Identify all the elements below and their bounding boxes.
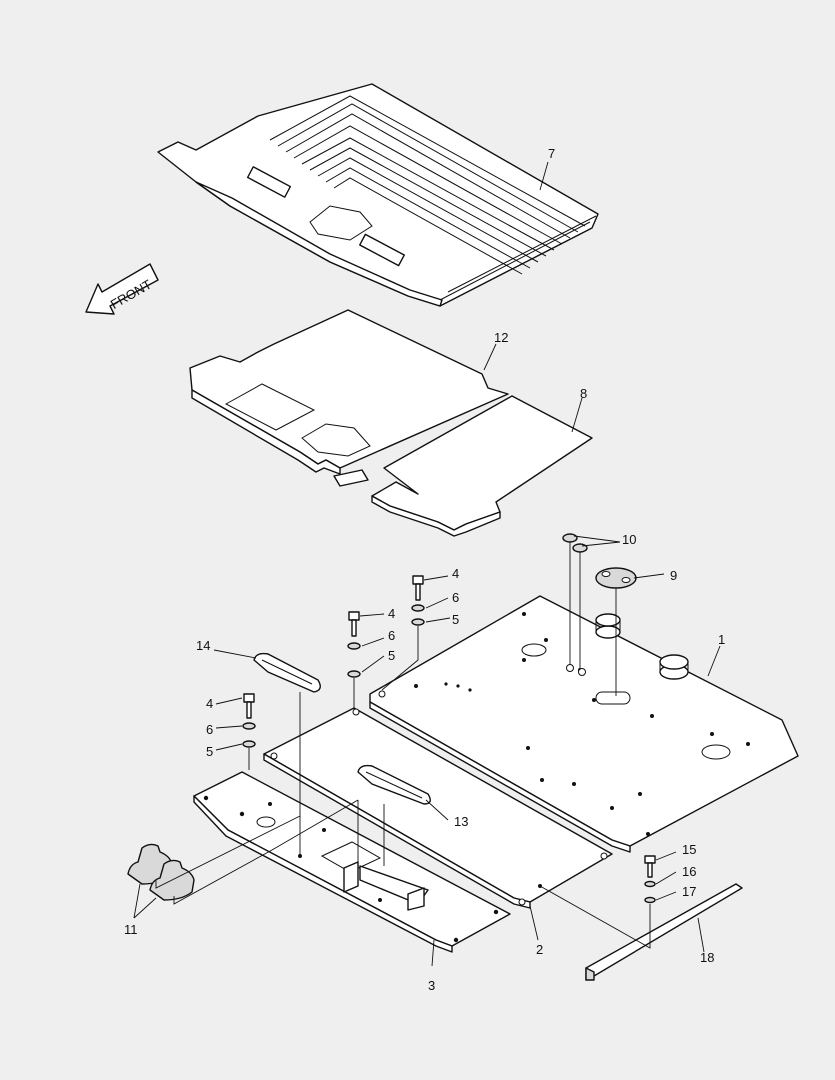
callout-6a: 6 bbox=[452, 590, 459, 605]
callout-5a: 5 bbox=[452, 612, 459, 627]
assembly-lines bbox=[155, 542, 651, 949]
callout-8: 8 bbox=[580, 386, 587, 401]
callout-10: 10 bbox=[622, 532, 636, 547]
part-18-strip[interactable] bbox=[585, 883, 743, 981]
boss-right bbox=[659, 654, 689, 680]
callout-2: 2 bbox=[536, 942, 543, 957]
part-11-boots[interactable] bbox=[127, 843, 195, 901]
part-2-middle-plate[interactable] bbox=[263, 707, 613, 909]
front-direction-arrow: FRONT bbox=[85, 263, 159, 315]
part-7-floor-mat[interactable] bbox=[157, 83, 599, 307]
bolt-15[interactable] bbox=[644, 855, 656, 878]
bolt-4a[interactable] bbox=[412, 575, 424, 601]
mat-ribs bbox=[269, 95, 597, 301]
callout-6c: 6 bbox=[206, 722, 213, 737]
callout-11: 11 bbox=[124, 922, 138, 937]
part-10-plugs[interactable] bbox=[562, 533, 588, 553]
bolt-4c[interactable] bbox=[243, 693, 255, 719]
callout-18: 18 bbox=[700, 950, 714, 965]
callout-4c: 4 bbox=[206, 696, 213, 711]
part-8-rear-panel[interactable] bbox=[371, 395, 593, 537]
part-14-pedal[interactable] bbox=[253, 652, 321, 693]
callout-14: 14 bbox=[196, 638, 210, 653]
callout-4b: 4 bbox=[388, 606, 395, 621]
callout-3: 3 bbox=[428, 978, 435, 993]
callout-15: 15 bbox=[682, 842, 696, 857]
callout-1: 1 bbox=[718, 632, 725, 647]
callout-17: 17 bbox=[682, 884, 696, 899]
callout-9: 9 bbox=[670, 568, 677, 583]
callout-6b: 6 bbox=[388, 628, 395, 643]
part-12-front-panel[interactable] bbox=[189, 309, 509, 487]
callout-16: 16 bbox=[682, 864, 696, 879]
bolt-4b[interactable] bbox=[348, 611, 360, 637]
part-13-pedal[interactable] bbox=[357, 764, 431, 805]
callout-4a: 4 bbox=[452, 566, 459, 581]
callout-12: 12 bbox=[494, 330, 508, 345]
callout-5b: 5 bbox=[388, 648, 395, 663]
callout-7: 7 bbox=[548, 146, 555, 161]
callout-13: 13 bbox=[454, 814, 468, 829]
part-9-grommet[interactable] bbox=[595, 567, 637, 589]
washers[interactable] bbox=[242, 604, 656, 904]
part-3-lower-plate[interactable] bbox=[193, 771, 511, 953]
boss-left bbox=[595, 613, 621, 639]
callout-leaders bbox=[133, 161, 721, 967]
callout-5c: 5 bbox=[206, 744, 213, 759]
callout-numbers: 7 12 8 10 9 1 14 13 3 2 18 11 4 6 5 4 6 … bbox=[124, 146, 725, 993]
